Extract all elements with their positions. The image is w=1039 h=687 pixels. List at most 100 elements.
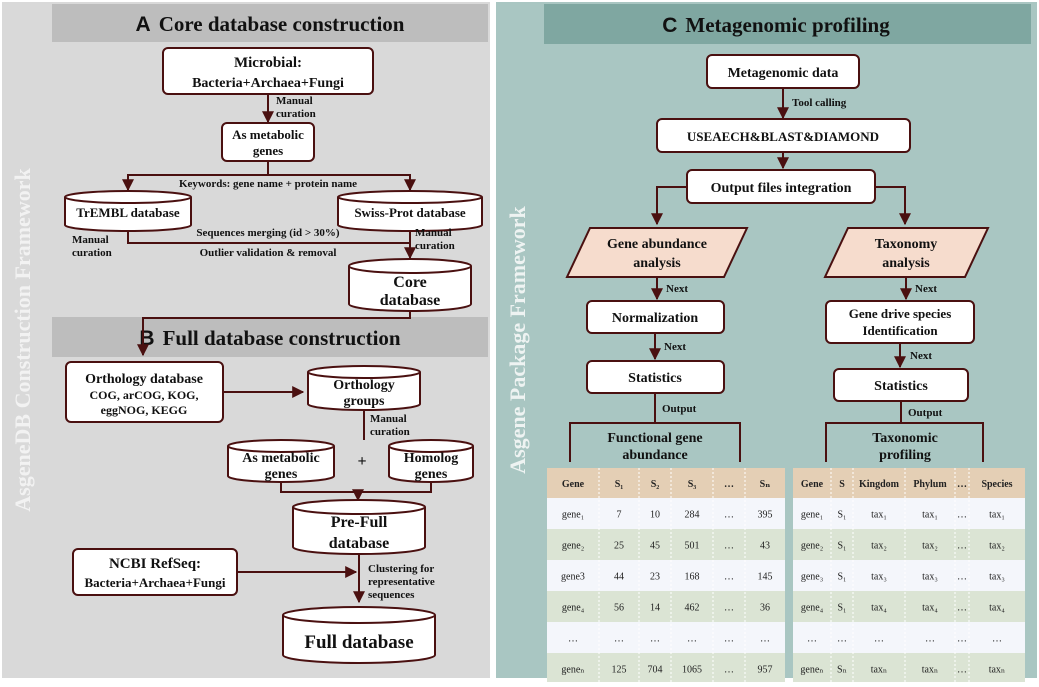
taxonomy-line1: Taxonomy [875, 237, 938, 252]
tax-table-header-cell: Gene [801, 479, 824, 490]
func-table-cell: 56 [614, 603, 624, 614]
func-table-cell: geneₙ [561, 665, 584, 676]
trembl-label: TrEMBL database [76, 205, 180, 220]
section-a-title: A Core database construction [136, 12, 405, 36]
tax-table-cell: tax₄ [989, 603, 1005, 614]
gene-abundance-line2: analysis [633, 256, 681, 271]
func-table-cell: 25 [614, 541, 624, 552]
integration-label: Output files integration [711, 181, 852, 196]
func-table-cell: 7 [617, 510, 622, 521]
func-table-cell: 957 [758, 665, 773, 676]
metagenomic-data-label: Metagenomic data [728, 66, 839, 81]
tax-table-cell: … [957, 541, 967, 552]
tax-table-header-cell: … [957, 479, 967, 490]
arrow-to-taxonomy [875, 186, 911, 226]
section-c-band [544, 4, 1031, 44]
func-table-cell: … [724, 510, 734, 521]
func-table-cell: 168 [685, 572, 700, 583]
arrow-to-gene-abundance [651, 186, 687, 226]
orthology-groups-line2: groups [344, 394, 386, 409]
func-table-cell: … [724, 634, 734, 645]
tax-table-cell: … [925, 634, 935, 645]
next-3: Next [664, 341, 686, 353]
bracket-left [569, 422, 741, 462]
orthology-db-line1: Orthology database [85, 372, 203, 387]
func-table-header-cell: S₂ [651, 479, 660, 490]
tools-label: USEAECH&BLAST&DIAMOND [687, 129, 879, 144]
tax-table-row [793, 622, 1025, 653]
tax-table-cell: tax₁ [922, 510, 938, 521]
tax-table-cell: tax₁ [871, 510, 887, 521]
tax-table-header-bg [793, 468, 1025, 498]
swissprot-label: Swiss-Prot database [354, 205, 466, 220]
func-table-cell: 45 [650, 541, 660, 552]
tax-table-cell: taxₙ [922, 665, 939, 676]
taxonomy-line2: analysis [882, 256, 930, 271]
func-table-cell: 44 [614, 572, 624, 583]
func-table-cell: 23 [650, 572, 660, 583]
section-a-letter: A [136, 13, 151, 36]
taxonomy-parallelogram [823, 227, 990, 278]
func-table-cell: … [568, 634, 578, 645]
manual-curation-1b: curation [276, 108, 316, 120]
func-table-header-cell: Sₙ [760, 479, 771, 490]
output-right: Output [908, 407, 943, 419]
section-b-band [52, 317, 488, 357]
func-table-cell: 704 [648, 665, 663, 676]
full-db-cylinder [282, 606, 436, 664]
manual-b-2: curation [370, 426, 410, 438]
func-table-cell: … [724, 572, 734, 583]
func-table-cell: gene₂ [562, 541, 584, 552]
tool-calling-label: Tool calling [792, 97, 847, 109]
tax-table-cell: tax₃ [989, 572, 1005, 583]
tax-table-cell: … [874, 634, 884, 645]
gene-abundance-line1: Gene abundance [607, 237, 707, 252]
tax-table-row [793, 560, 1025, 591]
func-table-header-cell: Gene [562, 479, 585, 490]
func-table-cell: … [760, 634, 770, 645]
func-table-cell: … [687, 634, 697, 645]
tax-table-cell: S₁ [837, 541, 846, 552]
manual-left-1: Manual [72, 234, 109, 246]
func-table-cell: 10 [650, 510, 660, 521]
metabolic-a-line2: genes [253, 143, 283, 158]
homolog-genes-cylinder [388, 439, 474, 483]
func-table-cell: … [724, 665, 734, 676]
tax-table-cell: tax₃ [922, 572, 938, 583]
core-db-line1: Core [393, 274, 426, 291]
tax-table-cell: tax₂ [871, 541, 887, 552]
right-vertical-label: Asgene Package Framework [505, 205, 530, 473]
clustering-1: Clustering for [368, 563, 434, 575]
func-table-cell: … [614, 634, 624, 645]
tax-table-cell: S₁ [837, 572, 846, 583]
tax-table-cell: gene₂ [801, 541, 823, 552]
section-b-title-text: Full database construction [163, 326, 401, 350]
section-a-title-text: Core database construction [159, 12, 405, 36]
tax-table-cell: … [807, 634, 817, 645]
gene-abundance-parallelogram [565, 227, 749, 278]
left-vertical-label: AsgeneDB Construction Framework [10, 168, 35, 512]
func-table-cell: 501 [685, 541, 700, 552]
ncbi-line2: Bacteria+Archaea+Fungi [85, 575, 226, 590]
tax-table-header-cell: S [839, 479, 845, 490]
tax-table-cell: S₁ [837, 510, 846, 521]
statistics-left-label: Statistics [628, 371, 682, 386]
orthology-db-line2: COG, arCOG, KOG, [90, 388, 199, 402]
section-c-title-text: Metagenomic profiling [685, 13, 890, 37]
tax-table-header-cell: Species [981, 479, 1012, 490]
line-trembl-merge [127, 231, 410, 244]
output-left: Output [662, 403, 697, 415]
tax-table-cell: tax₄ [871, 603, 887, 614]
taxonomic-line1: Taxonomic [872, 431, 938, 446]
tax-table-cell: … [957, 603, 967, 614]
tax-table-cell: … [957, 572, 967, 583]
func-table-header-cell: … [724, 479, 734, 490]
prefull-line2: database [329, 535, 389, 552]
manual-b-1: Manual [370, 413, 407, 425]
func-table-header-cell: S₁ [615, 479, 624, 490]
tax-table-cell: Sₙ [837, 665, 847, 676]
func-table-cell: gene₄ [562, 603, 585, 614]
